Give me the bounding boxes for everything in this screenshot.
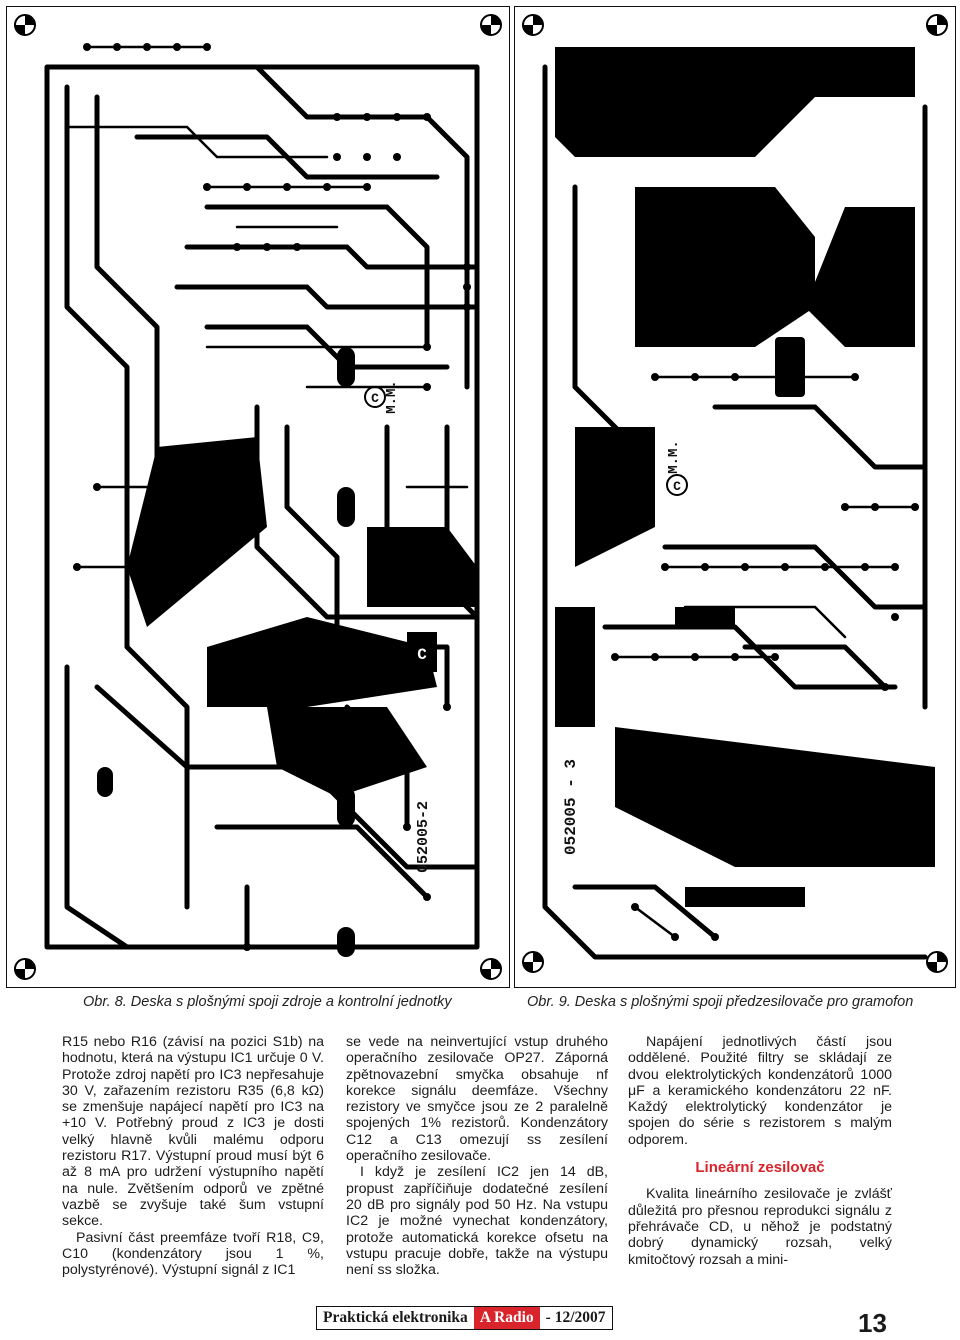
paragraph: Kvalita lineárního zesilovače je zvlášť … <box>628 1186 892 1268</box>
page-number: 13 <box>858 1308 887 1338</box>
article-column-3: Napájení jednotlivých částí jsou oddělen… <box>628 1034 892 1268</box>
paragraph: Napájení jednotlivých částí jsou oddělen… <box>628 1034 892 1148</box>
pcb-artwork-8: C M.M. C 052005-2 <box>14 14 502 980</box>
registration-marks <box>14 14 502 980</box>
issue-number: - 12/2007 <box>545 1309 606 1326</box>
paragraph: I když je zesílení IC2 jen 14 dB, propus… <box>346 1164 608 1279</box>
magazine-radio-badge: A Radio <box>473 1307 540 1329</box>
copyright-circle <box>666 474 688 496</box>
figure-9-caption: Obr. 9. Deska s plošnými spoji předzesil… <box>527 994 914 1010</box>
magazine-title: Praktická elektronika <box>323 1309 468 1326</box>
board-id-9: 052005 - 3 <box>562 759 580 855</box>
author-mark-9: M.M. <box>666 440 682 474</box>
copyright-mark-8: C <box>371 391 379 406</box>
registration-marks <box>522 14 948 973</box>
copyright-pad-8: C <box>417 646 427 664</box>
paragraph: R15 nebo R16 (závisí na pozici S1b) na h… <box>62 1034 324 1230</box>
pcb-figure-9: C M.M. 052005 - 3 <box>514 6 956 988</box>
paragraph: Pasivní část preemfáze tvoří R18, C9, C1… <box>62 1229 324 1279</box>
article-column-1: R15 nebo R16 (závisí na pozici S1b) na h… <box>62 1034 324 1278</box>
pcb-artwork-9: C M.M. 052005 - 3 <box>522 14 948 973</box>
figure-8-caption: Obr. 8. Deska s plošnými spoji zdroje a … <box>83 994 452 1010</box>
magazine-footer: Praktická elektronika A Radio - 12/2007 <box>316 1306 613 1330</box>
author-mark-8: M.M. <box>384 380 400 414</box>
copyright-mark-9: C <box>673 479 681 494</box>
section-heading: Lineární zesilovač <box>695 1159 825 1177</box>
board-id-8: 052005-2 <box>415 801 432 873</box>
pcb-figure-8: C M.M. C 052005-2 <box>6 6 510 988</box>
article-column-2: se vede na neinvertující vstup druhého o… <box>346 1034 608 1278</box>
paragraph: se vede na neinvertující vstup druhého o… <box>346 1034 608 1165</box>
copyright-circle <box>364 386 386 408</box>
